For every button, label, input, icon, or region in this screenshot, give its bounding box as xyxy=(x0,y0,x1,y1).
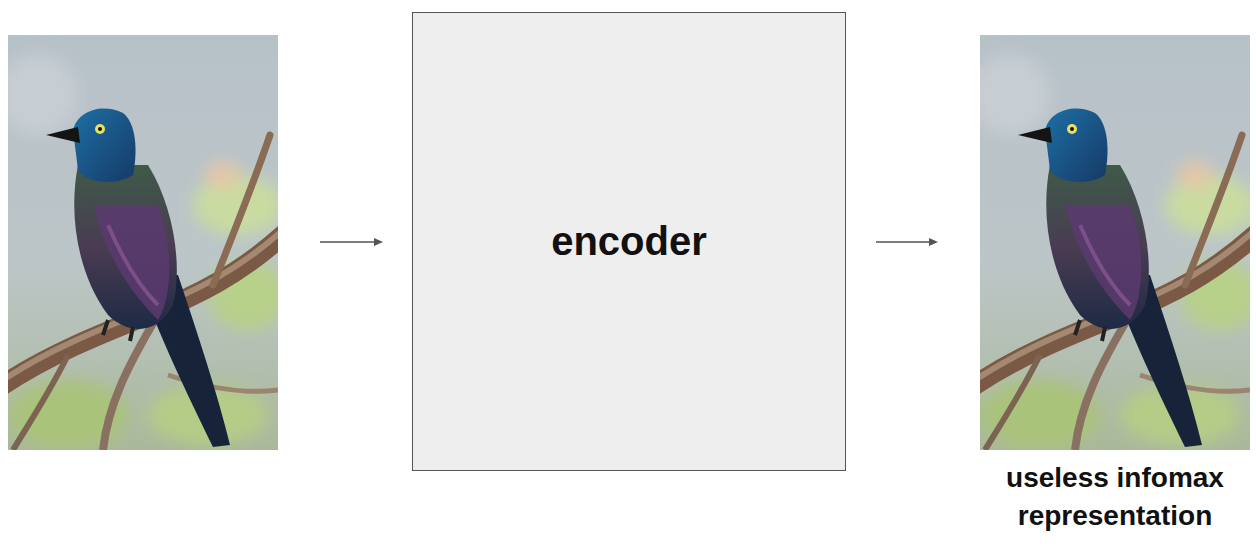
input-arrowhead xyxy=(374,238,383,246)
arrow-connector xyxy=(876,238,938,246)
bird-photo xyxy=(980,35,1250,450)
encoder-box: encoder xyxy=(412,12,846,471)
box-label: encoder xyxy=(551,219,707,264)
input-arrow xyxy=(320,241,376,243)
output-photo: useless infomax representation xyxy=(980,35,1250,450)
caption: useless infomax representation xyxy=(977,459,1253,535)
bird-photo xyxy=(0,35,288,450)
